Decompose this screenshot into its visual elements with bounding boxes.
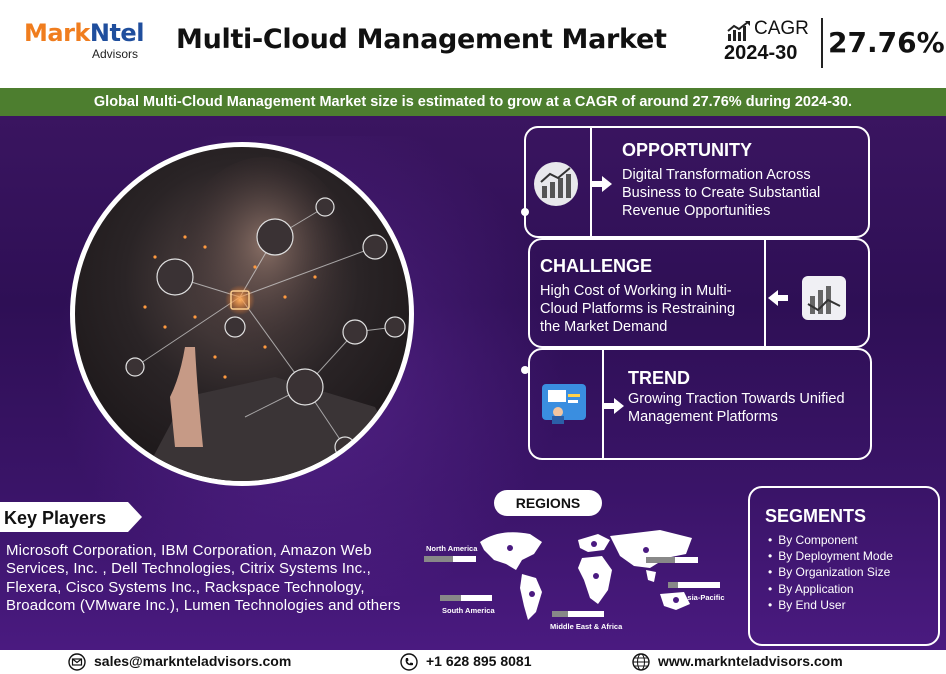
region-label: Middle East & Africa	[550, 622, 623, 631]
region-label: South America	[442, 606, 495, 615]
cagr-years: 2024-30	[724, 42, 798, 64]
region-bar	[552, 611, 604, 617]
region-label: Asia-Pacific	[682, 593, 725, 602]
opportunity-text: Digital Transformation Across Business t…	[622, 167, 821, 219]
cagr-value: 27.76%	[828, 26, 945, 59]
connector-dot	[521, 366, 529, 374]
email-link[interactable]: sales@marknteladvisors.com	[94, 653, 292, 669]
world-map-icon	[480, 530, 692, 620]
key-players-label: Key Players	[4, 508, 107, 528]
trend-card: TREND Growing Traction Towards Unified M…	[528, 348, 872, 460]
key-players-text: Microsoft Corporation, IBM Corporation, …	[6, 542, 401, 615]
challenge-text: High Cost of Working in Multi-Cloud Plat…	[540, 283, 736, 335]
card-divider	[590, 128, 592, 236]
opportunity-card: OPPORTUNITY Digital Transformation Acros…	[524, 126, 870, 238]
presentation-icon	[542, 384, 586, 424]
regions-label: REGIONS	[494, 490, 602, 516]
company-logo[interactable]: MarkNtel Advisors	[24, 19, 154, 61]
summary-banner: Global Multi-Cloud Management Market siz…	[0, 88, 946, 116]
cloud-network-illustration	[125, 157, 409, 481]
header: MarkNtel Advisors Multi-Cloud Management…	[0, 0, 946, 88]
page-title: Multi-Cloud Management Market	[176, 24, 667, 55]
challenge-card: CHALLENGE High Cost of Working in Multi-…	[528, 238, 870, 348]
cagr-block: CAGR 2024-30 27.76%	[724, 18, 945, 70]
arrow-right-icon	[604, 398, 624, 414]
segments-panel: SEGMENTS By Component By Deployment Mode…	[748, 486, 940, 646]
segments-title: SEGMENTS	[765, 506, 867, 526]
footer: sales@marknteladvisors.com +1 628 895 80…	[0, 650, 946, 674]
growth-chart-icon	[534, 162, 578, 206]
cagr-label: CAGR	[754, 18, 809, 39]
segments-list: By Component By Deployment Mode By Organ…	[768, 532, 893, 613]
region-bar	[646, 557, 698, 563]
region-bar	[440, 595, 492, 601]
trend-text: Growing Traction Towards Unified Managem…	[628, 391, 845, 425]
hero-image	[70, 142, 414, 486]
declining-chart-icon	[802, 276, 846, 320]
arrow-right-icon	[592, 176, 612, 192]
arrow-left-icon	[768, 290, 788, 306]
globe-icon	[632, 653, 650, 671]
segment-item: By Organization Size	[768, 564, 893, 580]
segment-item: By Application	[768, 581, 893, 597]
opportunity-title: OPPORTUNITY	[622, 140, 753, 160]
growth-bars-icon	[727, 21, 750, 41]
region-label: Europe	[660, 545, 686, 554]
card-divider	[764, 240, 766, 346]
cagr-divider	[821, 18, 823, 68]
email-icon	[68, 653, 86, 671]
card-divider	[602, 350, 604, 458]
logo-subtitle: Advisors	[92, 47, 139, 61]
region-label: North America	[426, 544, 478, 553]
logo-wordmark: MarkNtel	[24, 19, 144, 47]
trend-title: TREND	[628, 368, 690, 388]
region-bar	[668, 582, 720, 588]
key-players-tab: Key Players	[0, 502, 142, 532]
website-link[interactable]: www.marknteladvisors.com	[658, 653, 843, 669]
phone-number[interactable]: +1 628 895 8081	[426, 653, 532, 669]
segment-item: By End User	[768, 597, 893, 613]
segment-item: By Deployment Mode	[768, 548, 893, 564]
region-bar	[424, 556, 476, 562]
challenge-title: CHALLENGE	[540, 256, 652, 276]
segment-item: By Component	[768, 532, 893, 548]
phone-icon	[400, 653, 418, 671]
